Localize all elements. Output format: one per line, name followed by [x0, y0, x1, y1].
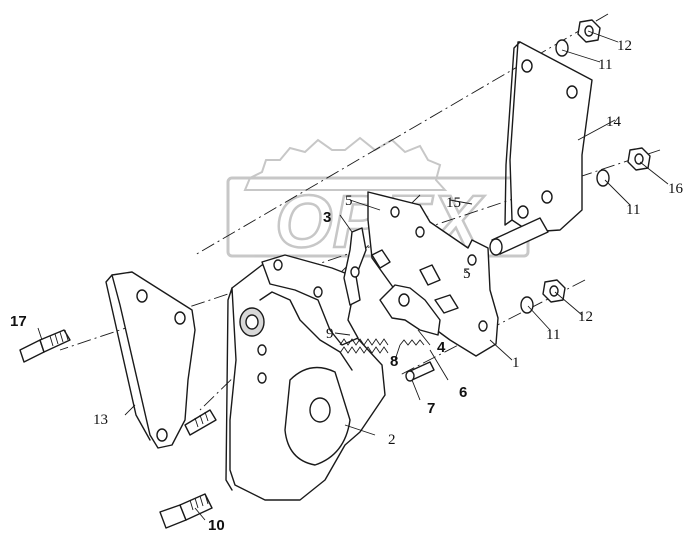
springs-8 — [339, 338, 425, 354]
callout-5a: 5 — [345, 193, 353, 209]
leader-lines — [37, 30, 669, 521]
housing-2 — [225, 261, 386, 501]
lever-parts — [343, 227, 459, 336]
callout-12a: 12 — [617, 38, 632, 54]
callout-6: 6 — [459, 384, 467, 401]
bolt-17 — [19, 329, 71, 363]
callout-5b: 5 — [463, 266, 471, 282]
callout-3: 3 — [323, 209, 331, 226]
bracket-13 — [105, 271, 196, 449]
pin-7 — [405, 361, 435, 382]
callout-4: 4 — [437, 339, 446, 356]
callout-15: 15 — [446, 195, 461, 211]
callout-labels: 1 2 3 4 5 5 6 7 8 9 10 11 11 11 12 12 13… — [10, 38, 684, 534]
plate-3 — [261, 254, 359, 346]
bracket-14 — [504, 41, 593, 233]
callout-10: 10 — [208, 517, 225, 534]
bushing-15 — [489, 217, 549, 256]
callout-7: 7 — [427, 400, 435, 417]
callout-8: 8 — [390, 353, 398, 370]
callout-13: 13 — [93, 412, 108, 428]
callout-14: 14 — [606, 114, 622, 130]
callout-16: 16 — [668, 181, 684, 197]
callout-2: 2 — [388, 432, 396, 448]
callout-11a: 11 — [598, 57, 612, 73]
bolt-13-rear — [184, 409, 217, 436]
callout-11c: 11 — [546, 327, 560, 343]
bolt-10 — [159, 493, 213, 529]
callout-12b: 12 — [578, 309, 593, 325]
callout-1: 1 — [512, 355, 520, 371]
callout-11b: 11 — [626, 202, 640, 218]
callout-17: 17 — [10, 313, 27, 330]
callout-9: 9 — [326, 326, 334, 342]
